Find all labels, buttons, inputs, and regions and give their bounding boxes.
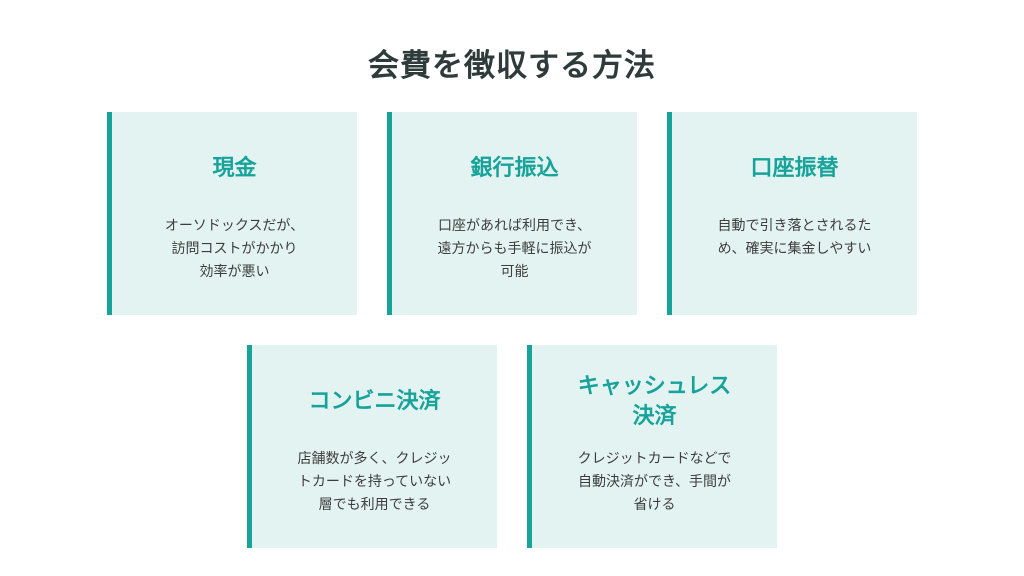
method-description-direct-debit: 自動で引き落とされるた め、確実に集金しやすい bbox=[717, 218, 872, 257]
method-card-cash: 現金 オーソドックスだが、 訪問コストがかかり 効率が悪い bbox=[107, 112, 357, 315]
method-title-bank-transfer: 銀行振込 bbox=[470, 156, 559, 181]
method-description-bank-transfer: 口座があれば利用でき、 遠方からも手軽に振込が 可能 bbox=[437, 218, 592, 280]
method-card-cashless: キャッシュレス 決済 クレジットカードなどで 自動決済ができ、手間が 省ける bbox=[527, 345, 777, 548]
method-title-direct-debit: 口座振替 bbox=[750, 156, 839, 181]
method-title-convenience-store: コンビニ決済 bbox=[308, 389, 441, 414]
page-title: 会費を徴収する方法 bbox=[368, 48, 656, 84]
method-card-convenience-store: コンビニ決済 店舗数が多く、クレジッ トカードを持っていない 層でも利用できる bbox=[247, 345, 497, 548]
method-card-direct-debit: 口座振替 自動で引き落とされるた め、確実に集金しやすい bbox=[667, 112, 917, 315]
method-card-bank-transfer: 銀行振込 口座があれば利用でき、 遠方からも手軽に振込が 可能 bbox=[387, 112, 637, 315]
method-description-cash: オーソドックスだが、 訪問コストがかかり 効率が悪い bbox=[164, 218, 305, 280]
method-description-cashless: クレジットカードなどで 自動決済ができ、手間が 省ける bbox=[577, 451, 732, 513]
method-title-cashless: キャッシュレス 決済 bbox=[577, 374, 732, 429]
method-description-convenience-store: 店舗数が多く、クレジッ トカードを持っていない 層でも利用できる bbox=[297, 451, 452, 513]
method-title-cash: 現金 bbox=[212, 156, 257, 181]
